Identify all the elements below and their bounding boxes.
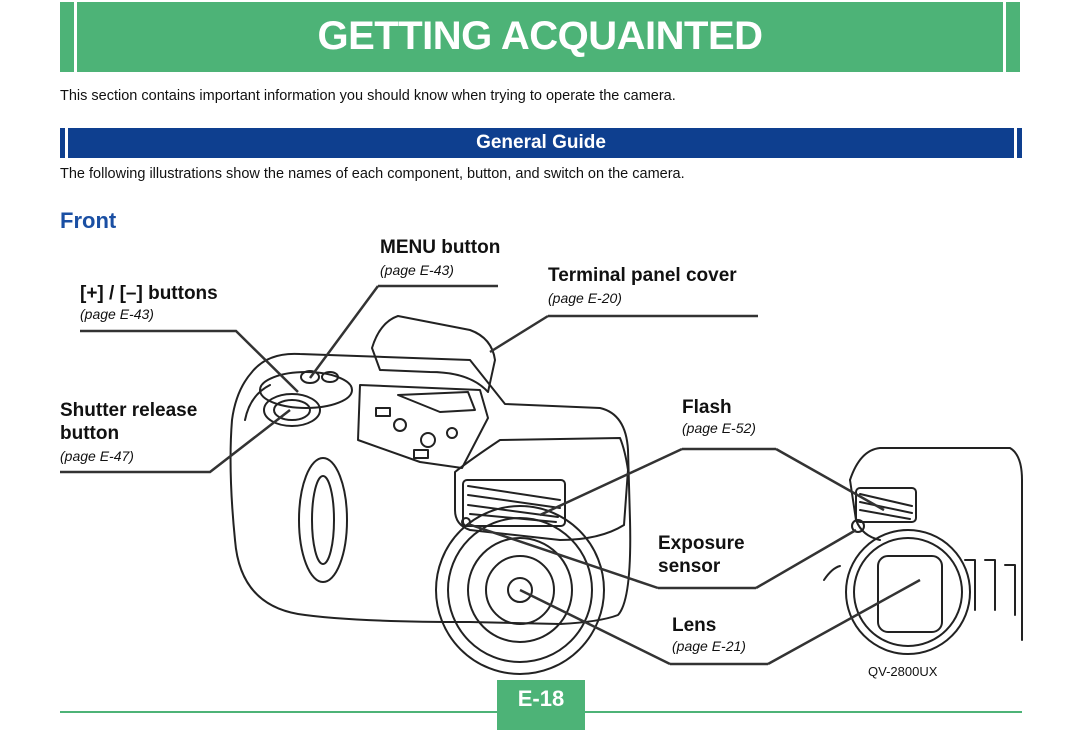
lens-page-ref: (page E-21) (672, 638, 746, 654)
subheading-front: Front (60, 208, 117, 233)
exposure-sensor-label-line2: sensor (658, 556, 721, 577)
shutter-release-label-line2: button (60, 423, 120, 444)
terminal-panel-cover-page-ref: (page E-20) (548, 290, 622, 306)
shutter-release-label-line1: Shutter release (60, 400, 198, 421)
page-title: GETTING ACQUAINTED (317, 14, 763, 58)
plus-minus-buttons-label: [+] / [–] buttons (80, 283, 218, 304)
menu-button-page-ref: (page E-43) (380, 262, 454, 278)
menu-button-label: MENU button (380, 237, 501, 258)
terminal-panel-cover-label: Terminal panel cover (548, 265, 737, 286)
flash-label: Flash (682, 397, 732, 418)
section-description: The following illustrations show the nam… (60, 166, 685, 182)
shutter-release-page-ref: (page E-47) (60, 448, 134, 464)
section-title: General Guide (476, 132, 606, 153)
title-banner: GETTING ACQUAINTED (60, 2, 1020, 72)
section-banner: General Guide (60, 128, 1022, 158)
page-number: E-18 (497, 680, 585, 730)
intro-text: This section contains important informat… (60, 88, 676, 104)
flash-page-ref: (page E-52) (682, 420, 756, 436)
lens-label: Lens (672, 615, 717, 636)
exposure-sensor-label-line1: Exposure (658, 533, 745, 554)
plus-minus-buttons-page-ref: (page E-43) (80, 306, 154, 322)
model-number: QV-2800UX (868, 664, 938, 679)
